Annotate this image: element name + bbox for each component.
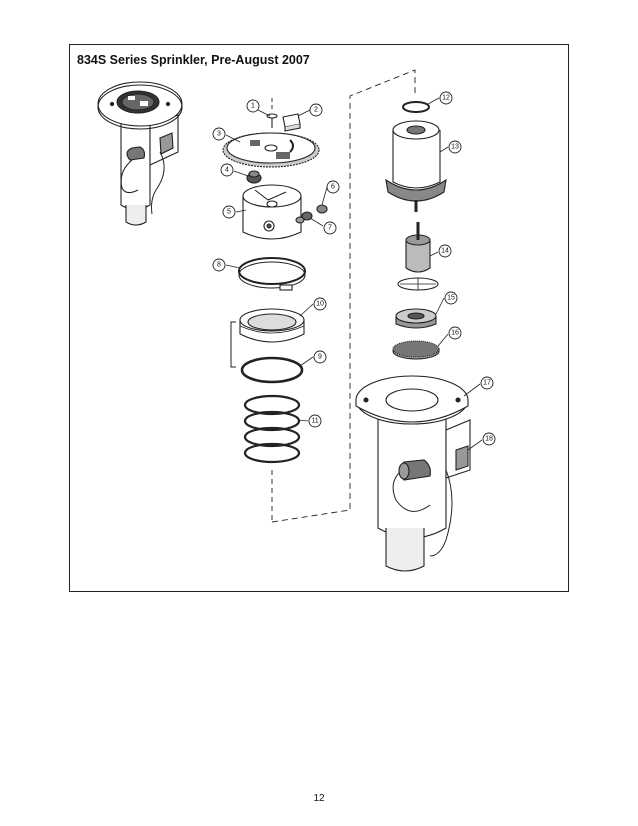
callout-15: 15 — [444, 291, 458, 305]
part-knob — [246, 170, 262, 184]
parts-stack-left — [222, 98, 328, 522]
part-fittings — [295, 204, 328, 224]
svg-text:2: 2 — [314, 107, 318, 114]
part-gear-disk — [222, 132, 320, 168]
svg-text:1: 1 — [251, 103, 255, 110]
callout-11: 11 — [308, 414, 322, 428]
part-turret — [397, 222, 439, 291]
assembled-sprinkler — [97, 81, 183, 226]
svg-text:12: 12 — [442, 95, 450, 102]
svg-text:14: 14 — [441, 248, 449, 255]
part-screw — [266, 113, 278, 128]
svg-text:13: 13 — [451, 144, 459, 151]
callout-16: 16 — [448, 326, 462, 340]
svg-text:17: 17 — [483, 380, 491, 387]
svg-text:11: 11 — [311, 418, 318, 425]
part-cap — [385, 120, 447, 212]
diagram-frame — [69, 44, 569, 592]
part-snap-ring — [238, 257, 306, 291]
callout-14: 14 — [438, 244, 452, 258]
part-spring — [243, 394, 301, 464]
leader-lines — [225, 97, 483, 451]
diagram-title: 834S Series Sprinkler, Pre-August 2007 — [77, 53, 310, 67]
callout-2: 2 — [309, 103, 323, 117]
svg-text:4: 4 — [225, 167, 229, 174]
assembly-path-line — [271, 69, 416, 523]
callout-8: 8 — [212, 258, 226, 272]
svg-text:9: 9 — [318, 354, 322, 361]
callout-5: 5 — [222, 205, 236, 219]
callout-10: 10 — [313, 297, 327, 311]
svg-text:7: 7 — [328, 225, 332, 232]
svg-text:8: 8 — [217, 262, 221, 269]
callout-12: 12 — [439, 91, 453, 105]
callout-3: 3 — [212, 127, 226, 141]
callout-7: 7 — [323, 221, 337, 235]
part-valve — [395, 308, 437, 329]
svg-text:10: 10 — [316, 301, 324, 308]
svg-text:6: 6 — [331, 184, 335, 191]
part-housing — [242, 184, 302, 240]
svg-text:18: 18 — [485, 436, 493, 443]
callout-13: 13 — [448, 140, 462, 154]
part-solenoid — [398, 445, 469, 481]
part-small-o-ring — [402, 101, 430, 113]
svg-text:5: 5 — [227, 209, 231, 216]
part-tab — [282, 113, 301, 132]
page-number: 12 — [313, 793, 325, 804]
callout-18: 18 — [482, 432, 496, 446]
part-o-ring — [240, 356, 304, 384]
callout-6: 6 — [326, 180, 340, 194]
callout-17: 17 — [480, 376, 494, 390]
callout-1: 1 — [246, 99, 260, 113]
svg-text:3: 3 — [217, 131, 221, 138]
svg-text:16: 16 — [451, 330, 459, 337]
part-bushing — [239, 308, 305, 343]
callout-4: 4 — [220, 163, 234, 177]
part-screen — [392, 340, 440, 360]
parts-stack-right — [355, 101, 471, 572]
callout-9: 9 — [313, 350, 327, 364]
svg-text:15: 15 — [447, 295, 455, 302]
